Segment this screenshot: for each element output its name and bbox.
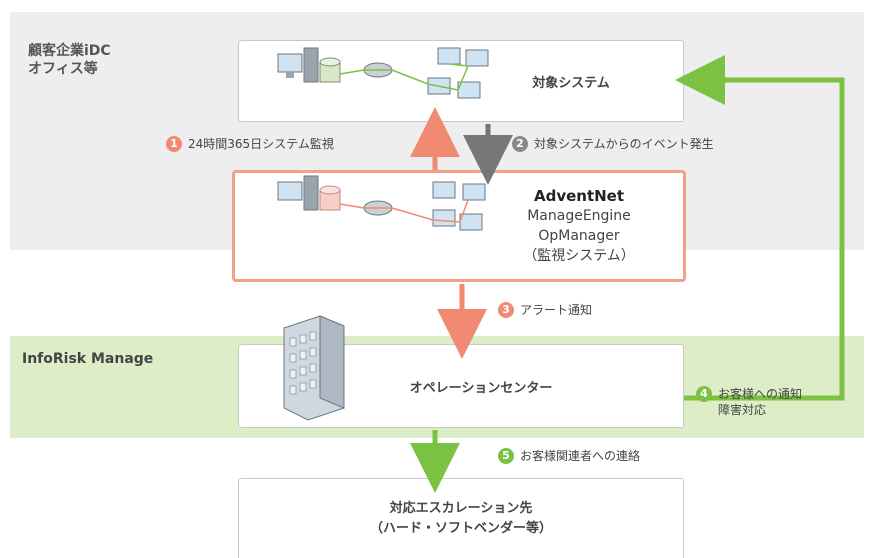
monitor-brand: AdventNet xyxy=(533,187,625,205)
monitor-product-line1: ManageEngine xyxy=(527,208,631,224)
server-icon xyxy=(277,47,319,83)
step-5-number: 5 xyxy=(498,448,514,464)
operation-center-label: オペレーションセンター xyxy=(409,380,553,396)
step-1-number: 1 xyxy=(166,136,182,152)
step-2: 2 対象システムからのイベント発生 xyxy=(512,136,714,152)
target-system-label: 対象システム xyxy=(532,75,610,91)
customer-site-label-line1: 顧客企業iDC xyxy=(28,43,111,59)
customer-site-label: 顧客企業iDC オフィス等 xyxy=(28,42,111,78)
step-4-number: 4 xyxy=(696,386,712,402)
step-3-number: 3 xyxy=(498,302,514,318)
monitor-system-box: AdventNet ManageEngine OpManager （監視システム… xyxy=(232,170,686,282)
notify-arrow xyxy=(675,55,845,401)
network-illustration-monitor xyxy=(277,175,486,231)
step-1: 1 24時間365日システム監視 xyxy=(166,136,334,152)
step-2-text: 対象システムからのイベント発生 xyxy=(534,137,714,151)
escalation-line1: 対応エスカレーション先 xyxy=(389,500,533,516)
server-icon xyxy=(277,175,319,211)
customer-site-label-line2: オフィス等 xyxy=(28,61,98,77)
step-4: 4 お客様への通知 障害対応 xyxy=(696,386,802,418)
monitor-subtitle: （監視システム） xyxy=(523,248,635,264)
step-1-text: 24時間365日システム監視 xyxy=(188,137,334,151)
step-4-text-line2: 障害対応 xyxy=(718,403,767,417)
database-icon xyxy=(319,185,341,211)
escalation-line2: （ハード・ソフトベンダー等） xyxy=(369,520,552,536)
operator-label: InfoRisk Manage xyxy=(22,351,154,367)
escalation-text: 対応エスカレーション先 （ハード・ソフトベンダー等） xyxy=(370,499,552,539)
step-5: 5 お客様関連者への連絡 xyxy=(498,448,640,464)
monitor-product-line2: OpManager xyxy=(538,228,620,244)
step-3-text: アラート通知 xyxy=(520,303,593,317)
computer-icon xyxy=(432,181,486,231)
escalation-box: 対応エスカレーション先 （ハード・ソフトベンダー等） xyxy=(238,478,684,558)
step-5-text: お客様関連者への連絡 xyxy=(520,449,641,463)
network-illustration-target xyxy=(277,47,489,99)
step-4-text-line1: お客様への通知 xyxy=(718,387,803,401)
building-icon xyxy=(283,315,345,421)
database-icon xyxy=(319,57,341,83)
step-2-number: 2 xyxy=(512,136,528,152)
monitor-text: AdventNet ManageEngine OpManager （監視システム… xyxy=(523,186,635,266)
step-3: 3 アラート通知 xyxy=(498,302,592,318)
